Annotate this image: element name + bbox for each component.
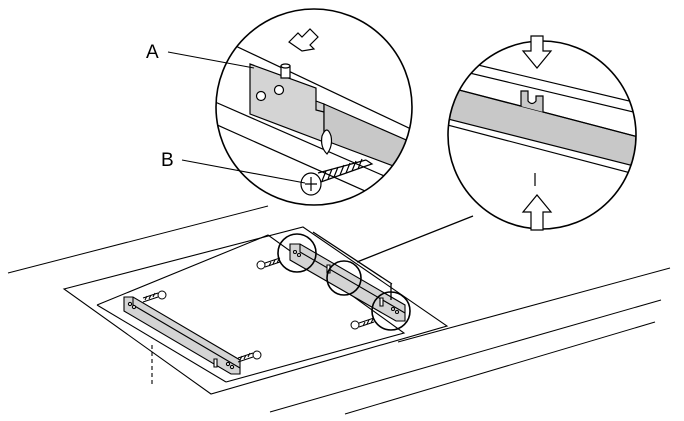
right-bracket [289,243,406,322]
indicator-circle-middle [326,260,362,296]
opening-inner-corner [96,304,227,383]
indicator-circle-right [371,291,411,331]
arrow-up-icon [521,194,553,231]
opening-outer-edge [62,226,449,395]
cabinet-opening [62,226,449,395]
screws-small [142,257,375,363]
background-lines [7,205,671,415]
screw-large [300,158,374,196]
bracket-notch [448,84,636,141]
callout-a: A [146,42,255,69]
callout-label-a: A [146,42,159,63]
left-bracket [123,296,241,375]
indicator-circle-left [277,233,317,273]
callout-label-b: B [161,150,174,171]
screw-right-bottom [350,317,375,330]
keyhole-slot [320,129,333,155]
indicator-circles [277,233,411,331]
cabinet-rail [323,103,412,177]
arrow-down-icon [521,35,553,69]
screw-left-bottom [237,350,262,363]
arrow-down-left-icon [288,28,319,52]
screw-left-top [142,290,167,303]
magnified-view-left [215,8,413,206]
magnified-view-right [447,35,637,231]
screw-right-top [256,257,281,270]
callout-b: B [161,150,306,184]
